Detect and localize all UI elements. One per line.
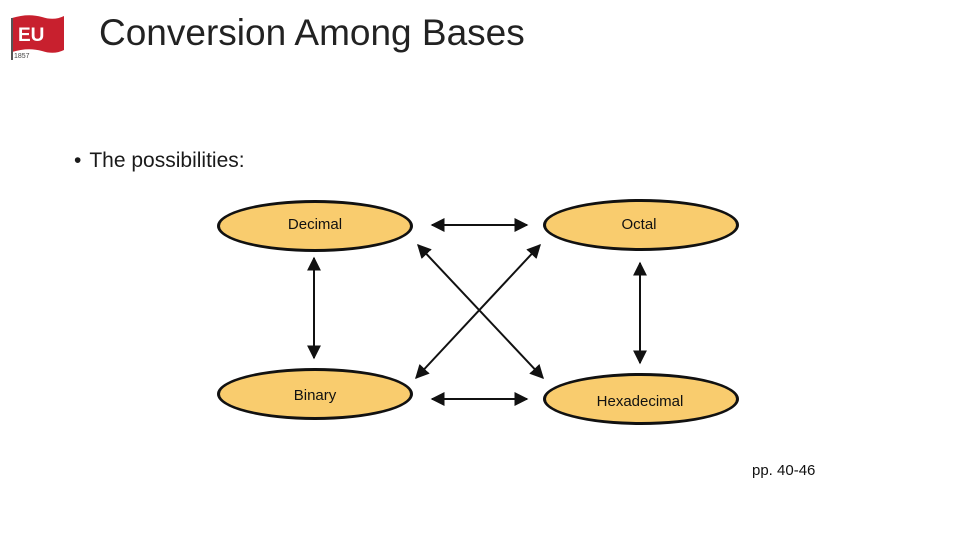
arrow-decimal-hexadecimal xyxy=(417,243,544,380)
decimal-node xyxy=(217,200,413,252)
octal-label: Octal xyxy=(621,216,657,233)
bullet-point: • The possibilities: xyxy=(74,149,245,173)
hexadecimal-node xyxy=(543,373,739,425)
logo-text: EU xyxy=(18,25,44,46)
octal-node xyxy=(543,199,739,251)
bullet-text: The possibilities: xyxy=(89,149,245,172)
arrow-octal-binary xyxy=(415,243,541,380)
logo-year: 1857 xyxy=(14,53,30,60)
decimal-label: Decimal xyxy=(287,216,343,233)
hexadecimal-label: Hexadecimal xyxy=(596,393,684,410)
logo-flag xyxy=(12,15,64,53)
bullet-symbol: • xyxy=(74,149,82,172)
slide-title: Conversion Among Bases xyxy=(99,12,525,53)
binary-node xyxy=(217,368,413,420)
binary-label: Binary xyxy=(293,387,337,404)
page-reference: pp. 40-46 xyxy=(752,462,816,479)
eu-flag-logo-icon: EU 1857 xyxy=(11,15,64,60)
